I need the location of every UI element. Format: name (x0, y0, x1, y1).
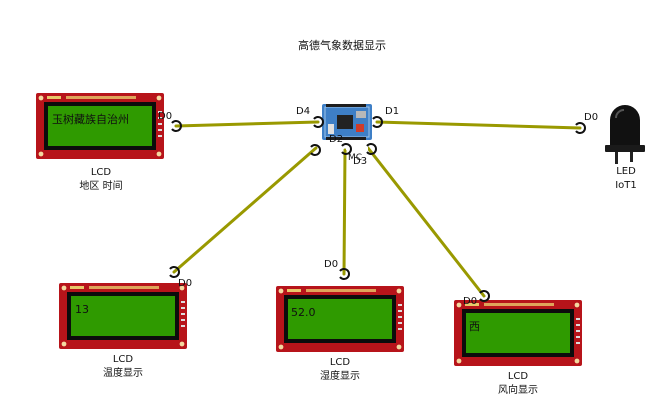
led-pin-label: D0 (584, 112, 598, 123)
lcd-wind-kind-label: LCD (508, 371, 529, 382)
lcd-humidity-name-label: 湿度显示 (320, 369, 360, 382)
lcd-region-name-label: 地区 时间 (79, 179, 122, 192)
lcd-wind-name-label: 风向显示 (498, 383, 538, 396)
lcd-humidity-pin-label: D0 (324, 259, 338, 270)
lcd-humidity[interactable]: 52.0 (276, 286, 404, 352)
led-kind-label: LED (616, 166, 636, 177)
led-iot1[interactable] (605, 105, 645, 164)
lcd-wind-pin-label: D0 (463, 296, 477, 307)
microcontroller-hub[interactable]: MC (322, 104, 372, 163)
diagram-title: 高德气象数据显示 (298, 38, 386, 52)
lcd-region-time[interactable]: 玉树藏族自治州 (36, 93, 164, 159)
wire-hub-to-wind-lcd (366, 146, 486, 298)
lcd-temperature-screen-text: 13 (75, 303, 89, 316)
wires (172, 120, 582, 298)
wire-hub-to-led (375, 120, 582, 130)
lcd-wind-direction[interactable]: 西 (454, 300, 582, 366)
wire-hub-to-humidity-lcd (342, 148, 347, 276)
lcd-region-pin-label: D0 (158, 111, 172, 122)
lcd-temperature[interactable]: 13 (59, 283, 187, 349)
hub-pin-d4-label: D4 (296, 106, 310, 117)
wire-hub-to-temp-lcd (172, 146, 318, 274)
lcd-region-kind-label: LCD (91, 167, 112, 178)
lcd-temperature-kind-label: LCD (113, 354, 134, 365)
lcd-wind-screen-text: 西 (469, 320, 480, 333)
lcd-temperature-pin-label: D0 (178, 278, 192, 289)
lcd-humidity-screen-text: 52.0 (291, 306, 316, 319)
lcd-temperature-name-label: 温度显示 (103, 366, 143, 379)
hub-pin-d1-label: D1 (385, 106, 399, 117)
lcd-region-screen-text: 玉树藏族自治州 (52, 112, 129, 126)
hub-partial-label: MC (348, 153, 362, 163)
wire-region-lcd-to-hub (174, 120, 320, 128)
hub-pin-d3-label: D3 (353, 156, 367, 167)
lcd-humidity-kind-label: LCD (330, 357, 351, 368)
hub-pin-d2-label: D2 (329, 134, 343, 145)
led-name-label: IoT1 (615, 180, 637, 191)
